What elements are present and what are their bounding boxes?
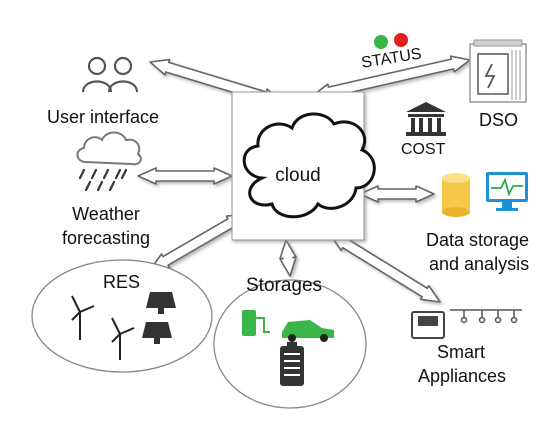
solar-panel-icon bbox=[142, 292, 176, 344]
cloud-icon bbox=[242, 112, 376, 219]
substation-icon bbox=[469, 39, 527, 103]
lights-icon bbox=[450, 309, 522, 324]
electric-car-icon bbox=[282, 320, 334, 342]
washing-machine-icon bbox=[411, 311, 445, 339]
storages-group bbox=[213, 279, 367, 409]
users-icon bbox=[81, 56, 139, 93]
ev-charger-icon bbox=[242, 310, 270, 336]
monitor-icon bbox=[486, 172, 528, 211]
storages-label: Storages bbox=[246, 275, 323, 296]
arrow-data-storage bbox=[359, 185, 435, 203]
cloud-label: cloud bbox=[275, 165, 321, 186]
database-icon bbox=[442, 173, 470, 217]
weather-label-line1: Weather bbox=[72, 204, 140, 224]
dso-label: DSO bbox=[479, 110, 519, 130]
data-storage-label-line1: Data storage bbox=[426, 230, 530, 250]
data-storage-label-line2: and analysis bbox=[429, 254, 530, 274]
wind-turbine-icon bbox=[71, 295, 135, 360]
bank-icon bbox=[406, 102, 446, 136]
status-bad-icon bbox=[394, 33, 408, 47]
arrow-storages bbox=[279, 239, 297, 277]
smart-appliances-label-line2: Appliances bbox=[417, 366, 507, 386]
user-interface-label: User interface bbox=[47, 107, 160, 127]
arrow-smart-appliances bbox=[329, 233, 441, 303]
arrow-weather bbox=[137, 167, 233, 185]
battery-icon bbox=[280, 342, 304, 386]
status-good-icon bbox=[374, 35, 388, 49]
rain-cloud-icon bbox=[76, 131, 142, 192]
cloud-hub bbox=[231, 91, 376, 241]
status-lights bbox=[374, 33, 408, 49]
cost-label: COST bbox=[401, 141, 446, 158]
weather-label-line2: forecasting bbox=[61, 228, 151, 248]
smart-appliances-label-line1: Smart bbox=[436, 342, 485, 362]
res-group bbox=[31, 259, 213, 373]
res-label: RES bbox=[103, 272, 141, 292]
